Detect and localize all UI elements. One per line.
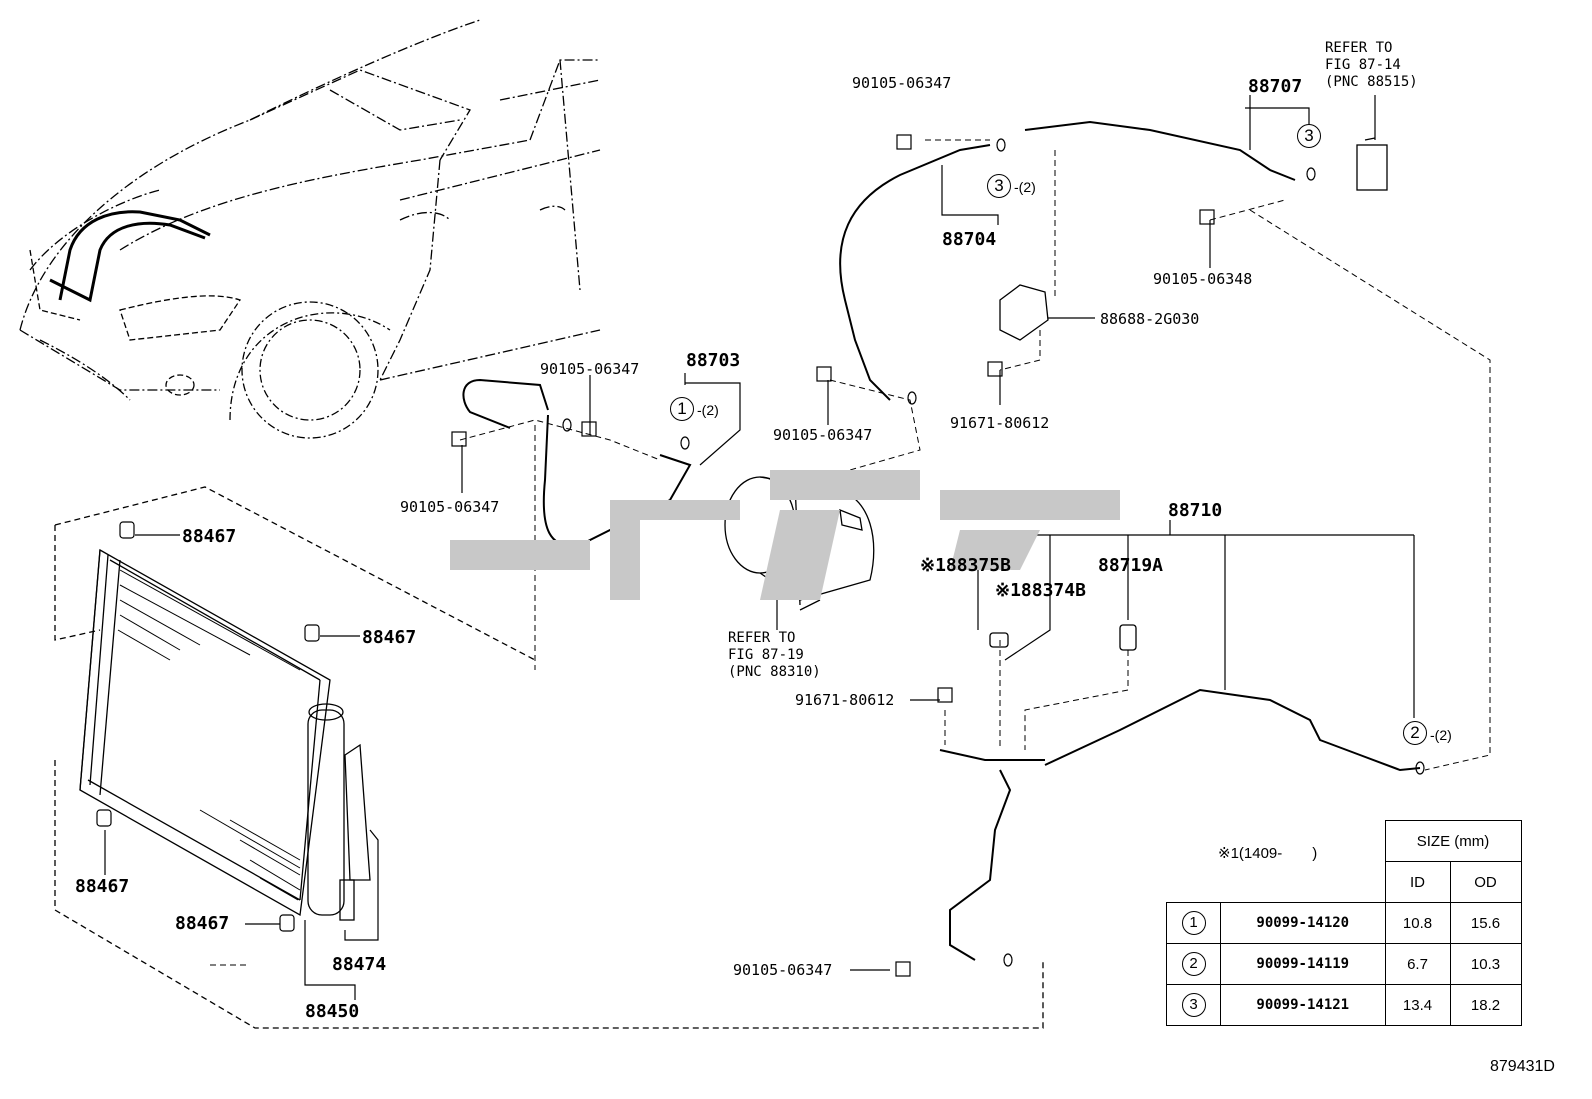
- callout-3-qty: -(2): [1014, 179, 1036, 195]
- callout-2-qty: -(2): [1430, 727, 1452, 743]
- receiver-drawing: [307, 703, 371, 921]
- table-row: 3 90099-14121 13.4 18.2: [1166, 984, 1522, 1026]
- label-88467-left[interactable]: 88467: [75, 876, 130, 897]
- size-table: SIZE (mm) ID OD 1 90099-14120 10.8 15.6 …: [1166, 820, 1522, 1026]
- size-table-footnote: ※1(1409- ): [1218, 845, 1318, 862]
- callout-1-qty: -(2): [697, 402, 719, 418]
- row-ref: 1: [1181, 911, 1206, 935]
- label-90105-06347-mid[interactable]: 90105-06347: [540, 360, 640, 378]
- row-ref: 3: [1181, 993, 1206, 1017]
- pipe-88710-drawing: [939, 688, 1421, 961]
- label-88703[interactable]: 88703: [686, 350, 741, 371]
- row-part[interactable]: 90099-14120: [1220, 902, 1386, 944]
- row-od: 10.3: [1449, 943, 1522, 985]
- row-ref: 2: [1181, 952, 1206, 976]
- col-od: OD: [1449, 861, 1522, 903]
- vehicle-ac-pipe: [58, 210, 211, 301]
- note-refer-fig-87-19[interactable]: REFER TO FIG 87-19 (PNC 88310): [728, 630, 821, 680]
- label-90105-06347-left[interactable]: 90105-06347: [400, 498, 500, 516]
- row-od: 18.2: [1449, 984, 1522, 1026]
- watermark-logo: [450, 470, 1120, 600]
- vehicle-outline: [19, 19, 601, 401]
- front-wheel: [229, 301, 391, 439]
- row-id: 10.8: [1384, 902, 1451, 944]
- label-88704[interactable]: 88704: [942, 229, 997, 250]
- caps-88467: [96, 521, 320, 932]
- bracket-drawing: [999, 284, 1049, 341]
- label-88467-right[interactable]: 88467: [362, 627, 417, 648]
- label-90105-06348[interactable]: 90105-06348: [1153, 270, 1253, 288]
- label-88710[interactable]: 88710: [1168, 500, 1223, 521]
- label-88467-bottom[interactable]: 88467: [175, 913, 230, 934]
- label-88374b[interactable]: ※188374B: [995, 580, 1086, 601]
- label-91671-80612-upper[interactable]: 91671-80612: [950, 414, 1050, 432]
- document-id: 879431D: [1490, 1058, 1555, 1075]
- table-row: 2 90099-14119 6.7 10.3: [1166, 943, 1522, 985]
- callout-3-88704: 3: [987, 174, 1011, 198]
- label-88707[interactable]: 88707: [1248, 76, 1303, 97]
- label-91671-80612-lower[interactable]: 91671-80612: [795, 691, 895, 709]
- row-part[interactable]: 90099-14121: [1220, 984, 1386, 1026]
- pipe-88704-drawing: [839, 144, 991, 401]
- o-rings: [562, 138, 1425, 967]
- callout-2: 2: [1403, 721, 1427, 745]
- label-90105-06347-top[interactable]: 90105-06347: [852, 74, 952, 92]
- expansion-valve-drawing: [1356, 137, 1388, 191]
- label-88450[interactable]: 88450: [305, 1001, 360, 1022]
- switch-88719a: [1119, 624, 1137, 651]
- label-90105-06347-center[interactable]: 90105-06347: [773, 426, 873, 444]
- row-od: 15.6: [1449, 902, 1522, 944]
- row-id: 6.7: [1384, 943, 1451, 985]
- col-id: ID: [1384, 861, 1451, 903]
- row-id: 13.4: [1384, 984, 1451, 1026]
- pipe-88707-drawing: [1024, 120, 1296, 181]
- label-88474[interactable]: 88474: [332, 954, 387, 975]
- label-90105-06347-bottom[interactable]: 90105-06347: [733, 961, 833, 979]
- label-88467-top[interactable]: 88467: [182, 526, 237, 547]
- note-refer-fig-87-14[interactable]: REFER TO FIG 87-14 (PNC 88515): [1325, 40, 1418, 90]
- vehicle-front: [29, 249, 242, 396]
- bolts: [451, 134, 1215, 977]
- condenser-drawing: [79, 548, 331, 917]
- label-88688-2g030[interactable]: 88688-2G030: [1100, 310, 1200, 328]
- callout-1: 1: [670, 397, 694, 421]
- size-header: SIZE (mm): [1384, 820, 1522, 862]
- label-88375b[interactable]: ※188375B: [920, 555, 1011, 576]
- label-88719a[interactable]: 88719A: [1098, 555, 1164, 576]
- table-row: 1 90099-14120 10.8 15.6: [1166, 902, 1522, 944]
- valve-core-88375b: [989, 632, 1009, 648]
- row-part[interactable]: 90099-14119: [1220, 943, 1386, 985]
- callout-3-88707: 3: [1297, 124, 1321, 148]
